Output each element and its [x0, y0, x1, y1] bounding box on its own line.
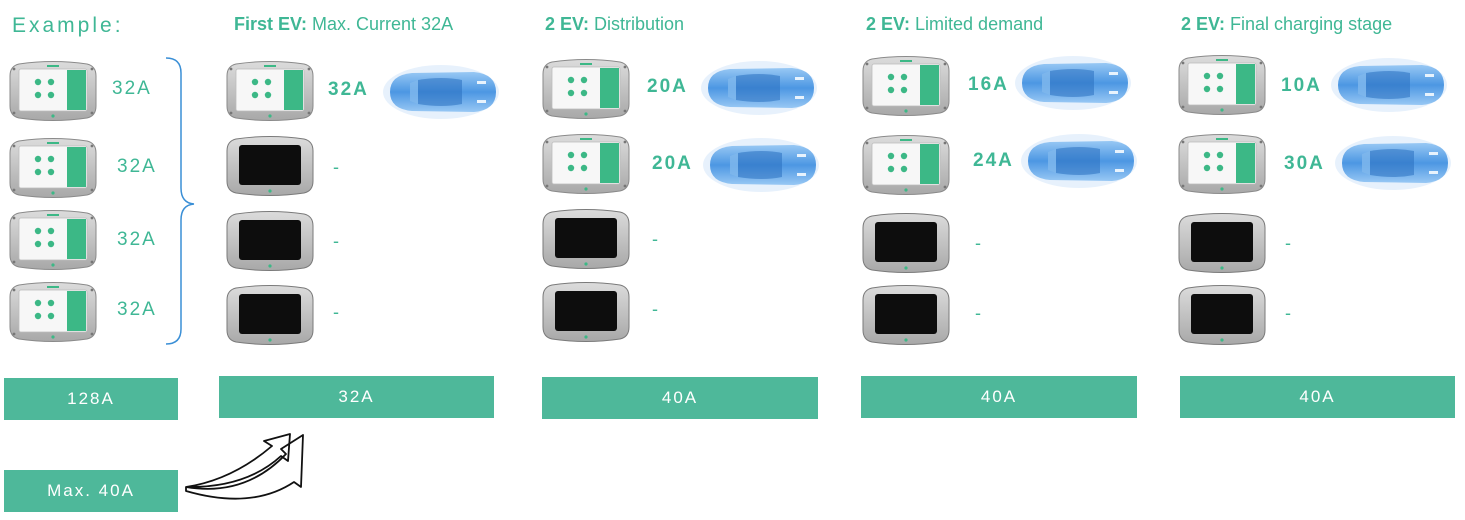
charger-station	[9, 209, 97, 271]
column-2-amp-1: 20A	[647, 76, 688, 97]
electric-car	[1330, 56, 1448, 114]
charger-station-idle	[862, 284, 950, 346]
column-1-total-bar: 32A	[219, 376, 494, 418]
column-3-total-bar: 40A	[861, 376, 1137, 418]
electric-car	[1014, 54, 1132, 112]
column-2-title: 2 EV: Distribution	[545, 14, 685, 34]
column-2-amp-2: 20A	[652, 153, 693, 174]
electric-car	[1334, 134, 1452, 192]
charger-station	[226, 60, 314, 122]
column-4-title: 2 EV: Final charging stage	[1181, 14, 1393, 34]
charger-station-idle	[226, 284, 314, 346]
charger-station-idle	[1178, 284, 1266, 346]
column-4-total-bar: 40A	[1180, 376, 1455, 418]
charger-station	[9, 137, 97, 199]
column-1-title: First EV: Max. Current 32A	[234, 14, 454, 34]
column-3-title: 2 EV: Limited demand	[866, 14, 1044, 34]
charger-station	[862, 134, 950, 196]
charger-station	[542, 58, 630, 120]
example-title: Example:	[12, 14, 124, 37]
column-3-amp-1: 16A	[968, 74, 1009, 95]
charger-station	[9, 281, 97, 343]
column-3-amp-2: 24A	[973, 150, 1014, 171]
electric-car	[1020, 132, 1138, 190]
bracket-icon	[165, 57, 195, 345]
charger-station-idle	[862, 212, 950, 274]
column-1-amp-3: -	[333, 231, 339, 251]
electric-car	[382, 63, 500, 121]
column-3-amp-4: -	[975, 303, 981, 323]
column-1-amp-2: -	[333, 157, 339, 177]
charger-station-idle	[1178, 212, 1266, 274]
charger-station	[542, 133, 630, 195]
charger-station-idle	[226, 210, 314, 272]
column-2-amp-4: -	[652, 299, 658, 319]
column-4-amp-4: -	[1285, 303, 1291, 323]
column-4-amp-1: 10A	[1281, 75, 1322, 96]
column-1-amp-4: -	[333, 302, 339, 322]
example-amp-1: 32A	[112, 78, 152, 99]
example-amp-2: 32A	[117, 156, 157, 177]
charger-station	[1178, 54, 1266, 116]
electric-car	[700, 59, 818, 117]
charger-station-idle	[542, 281, 630, 343]
electric-car	[702, 136, 820, 194]
example-amp-3: 32A	[117, 229, 157, 250]
column-2-amp-3: -	[652, 229, 658, 249]
column-1-amp-1: 32A	[328, 79, 369, 100]
charger-station	[862, 55, 950, 117]
column-4-amp-3: -	[1285, 233, 1291, 253]
curved-arrow-icon	[185, 433, 304, 500]
charger-station-idle	[226, 135, 314, 197]
max-current-bar: Max. 40A	[4, 470, 178, 512]
charger-station-idle	[542, 208, 630, 270]
column-4-amp-2: 30A	[1284, 153, 1325, 174]
column-2-total-bar: 40A	[542, 377, 818, 419]
charger-station	[1178, 133, 1266, 195]
column-3-amp-3: -	[975, 233, 981, 253]
example-amp-4: 32A	[117, 299, 157, 320]
charger-station	[9, 60, 97, 122]
example-total-bar: 128A	[4, 378, 178, 420]
